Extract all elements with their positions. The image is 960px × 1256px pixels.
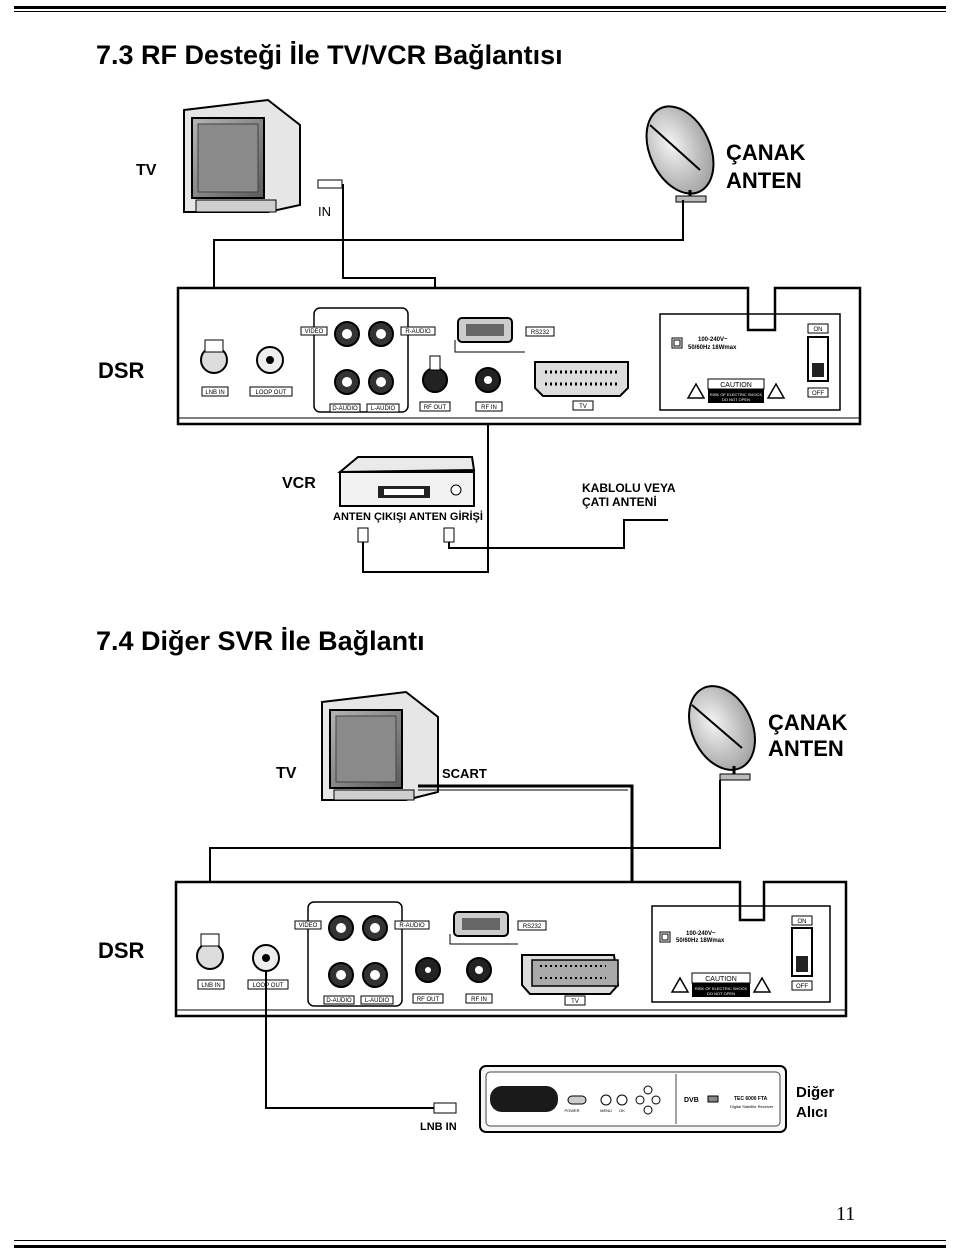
power-rating-line1: 100-240V~ xyxy=(686,931,716,937)
rf-tv-vcr-diagram: TV IN ÇANAK ANTEN DSR LNB IN LOOP OUT VI… xyxy=(98,98,862,573)
section-7-4-title: 7.4 Diğer SVR İle Bağlantı xyxy=(96,626,425,656)
top-rule-thin xyxy=(14,11,946,12)
section-7-3-title: 7.3 RF Desteği İle TV/VCR Bağlantısı xyxy=(96,40,563,70)
warning-triangle-icon-2 xyxy=(752,976,772,993)
receiver-plug-icon xyxy=(433,1102,457,1114)
satellite-dish-icon xyxy=(688,685,756,781)
rf-in-label: RF IN xyxy=(471,997,487,1003)
loop-out-label: LOOP OUT xyxy=(253,983,284,989)
dish-label-line2: ANTEN xyxy=(768,736,844,761)
scart-plug-icon xyxy=(531,959,619,987)
warning-triangle-icon-2 xyxy=(766,382,786,399)
vcr-in-plug-icon xyxy=(443,527,455,543)
loop-out-label: LOOP OUT xyxy=(256,390,287,396)
dvb-logo-text: DVB xyxy=(684,1097,699,1104)
vcr-icon xyxy=(337,456,476,507)
dsr-label: DSR xyxy=(98,358,145,383)
off-label: OFF xyxy=(812,391,824,397)
vcr-ports-label: ANTEN ÇIKIŞI ANTEN GİRİŞİ xyxy=(333,510,483,523)
receiver-lnb-in-label: LNB IN xyxy=(420,1121,457,1133)
power-rating-line2: 50/60Hz 18Wmax xyxy=(688,345,737,351)
dish-label-line2: ANTEN xyxy=(726,168,802,193)
satellite-dish-icon xyxy=(645,105,715,203)
loop-out-cable xyxy=(265,972,434,1109)
top-rule-thick xyxy=(14,6,946,9)
tv-icon xyxy=(321,690,439,801)
other-receiver-line2: Alıcı xyxy=(796,1104,828,1121)
lnb-in-label: LNB IN xyxy=(201,983,220,989)
on-label: ON xyxy=(798,919,807,925)
dsr-label: DSR xyxy=(98,938,145,963)
rs232-label: RS232 xyxy=(523,924,542,930)
on-label: ON xyxy=(814,327,823,333)
l-audio-label: L-AUDIO xyxy=(371,406,396,412)
bottom-rule-thin xyxy=(14,1240,946,1241)
caution-label: CAUTION xyxy=(720,382,752,389)
tv-label: TV xyxy=(136,162,157,179)
page-number: 11 xyxy=(836,1203,856,1225)
model-subtitle: Digital Satellite Receiver xyxy=(730,1104,774,1109)
tv-icon xyxy=(183,98,301,213)
tv-label: TV xyxy=(276,765,297,782)
lnb-plug-icon xyxy=(204,339,224,353)
dish-label-line1: ÇANAK xyxy=(768,710,848,735)
r-audio-label: R-AUDIO xyxy=(405,329,431,335)
off-label: OFF xyxy=(796,984,808,990)
warning-triangle-icon xyxy=(686,382,706,399)
scart-tv-label: TV xyxy=(571,999,579,1005)
caution-sub1: RISK OF ELECTRIC SHOCK xyxy=(710,392,763,397)
other-receiver-diagram: TV SCART ÇANAK ANTEN DSR LNB IN LOOP OUT… xyxy=(98,685,848,1133)
video-label: VIDEO xyxy=(299,923,318,929)
vcr-label: VCR xyxy=(282,475,316,492)
lnb-plug-icon xyxy=(200,933,220,947)
caution-sub2: DO NOT OPEN xyxy=(707,991,735,996)
cable-antenna-line1: KABLOLU VEYA xyxy=(582,481,676,495)
bottom-rule-thick xyxy=(14,1245,946,1248)
power-rating-line1: 100-240V~ xyxy=(698,337,728,343)
tv-in-label: IN xyxy=(318,204,331,219)
rf-out-label: RF OUT xyxy=(424,405,447,411)
lnb-in-port xyxy=(196,942,224,970)
lnb-in-label: LNB IN xyxy=(205,390,224,396)
model-name: TEC 6000 FTA xyxy=(734,1096,768,1102)
rf-in-label: RF IN xyxy=(481,405,497,411)
cable-antenna-line2: ÇATI ANTENİ xyxy=(582,494,657,509)
ok-button-label: OK xyxy=(619,1108,625,1113)
warning-triangle-icon xyxy=(670,976,690,993)
video-label: VIDEO xyxy=(305,329,324,335)
double-insulation-icon xyxy=(671,337,683,349)
dish-label-line1: ÇANAK xyxy=(726,140,806,165)
rf-plug-icon xyxy=(317,179,343,189)
vcr-rf-cable xyxy=(362,424,489,573)
caution-sub2: DO NOT OPEN xyxy=(722,397,750,402)
scart-port xyxy=(534,361,629,397)
r-audio-label: R-AUDIO xyxy=(399,923,425,929)
menu-button-label: MENU xyxy=(600,1108,612,1113)
other-receiver-line1: Diğer xyxy=(796,1084,835,1101)
other-receiver-icon xyxy=(479,1065,787,1133)
scart-tv-label: TV xyxy=(579,404,587,410)
rs232-label: RS232 xyxy=(531,330,550,336)
double-insulation-icon xyxy=(659,931,671,943)
caution-label: CAUTION xyxy=(705,976,737,983)
scart-label: SCART xyxy=(442,766,487,781)
vcr-out-plug-icon xyxy=(357,527,369,543)
power-button-label: POWER xyxy=(564,1108,579,1113)
rf-out-port xyxy=(422,367,448,393)
power-rating-line2: 50/60Hz 18Wmax xyxy=(676,938,725,944)
roof-antenna-cable xyxy=(448,519,668,549)
caution-sub1: RISK OF ELECTRIC SHOCK xyxy=(695,986,748,991)
rf-out-label: RF OUT xyxy=(417,997,440,1003)
l-audio-label: L-AUDIO xyxy=(365,998,390,1004)
d-audio-label: D-AUDIO xyxy=(332,406,358,412)
d-audio-label: D-AUDIO xyxy=(326,998,352,1004)
